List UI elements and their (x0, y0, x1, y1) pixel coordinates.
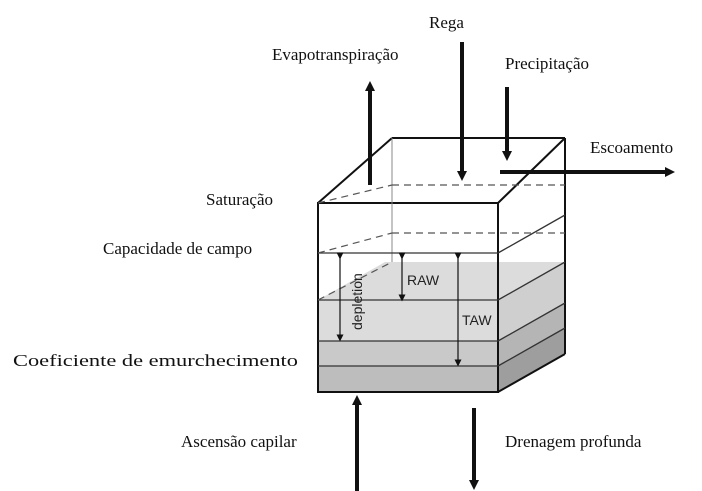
depletion-label: depletion (349, 273, 365, 330)
runoff-label: Escoamento (590, 138, 673, 157)
dashed-level-lines (317, 184, 565, 301)
raw-label: RAW (407, 272, 440, 288)
cube-outline (317, 137, 566, 393)
precipitation-label: Precipitação (505, 54, 589, 73)
soil-side-mid (498, 303, 565, 366)
soil-bottom-band-front (318, 366, 498, 392)
wilting-point-label: Coeficiente de emurchecimento (13, 351, 298, 370)
capillary-rise-label: Ascensão capilar (181, 432, 297, 451)
soil-upper-front (318, 300, 498, 341)
taw-label: TAW (462, 312, 492, 328)
soil-side-light (498, 262, 565, 341)
saturation-label: Saturação (206, 190, 273, 209)
soil-top-surface (318, 262, 565, 300)
soil-moist-layer-front (318, 341, 498, 366)
soil-side-dark (498, 328, 565, 392)
level-lines (318, 214, 566, 367)
evapotranspiration-label: Evapotranspiração (272, 45, 399, 64)
field-capacity-label: Capacidade de campo (103, 239, 252, 258)
irrigation-label: Rega (429, 13, 464, 32)
deep-drainage-label: Drenagem profunda (505, 432, 642, 451)
